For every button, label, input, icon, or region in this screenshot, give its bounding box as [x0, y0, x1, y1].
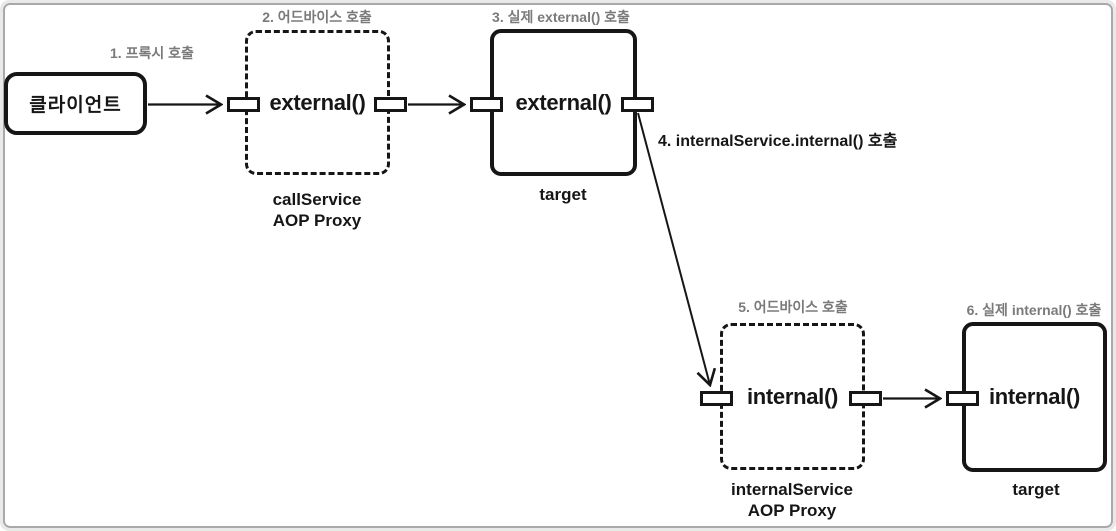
step-label-4: 4. internalService.internal() 호출 — [658, 133, 898, 150]
internal-service-proxy-box: internal() — [720, 323, 865, 470]
internal-service-proxy-out-port — [849, 391, 882, 406]
step-label-3: 3. 실제 external() 호출 — [492, 9, 630, 25]
step-label-6: 6. 실제 internal() 호출 — [966, 302, 1102, 318]
external-target-in-port — [470, 97, 503, 112]
internal-target-in-port — [946, 391, 979, 406]
internal-service-proxy-caption: internalService AOP Proxy — [731, 480, 853, 520]
step-label-2: 2. 어드바이스 호출 — [262, 9, 372, 25]
step-label-1: 1. 프록시 호출 — [110, 45, 194, 61]
client-label: 클라이언트 — [29, 95, 122, 116]
call-service-proxy-box: external() — [245, 30, 390, 175]
external-target-method: external() — [515, 89, 612, 115]
step-label-5: 5. 어드바이스 호출 — [738, 299, 848, 315]
call-service-proxy-out-port — [374, 97, 407, 112]
arrow-internal-service-call — [637, 112, 710, 385]
external-target-box: external() — [490, 29, 637, 176]
call-service-proxy-method: external() — [269, 89, 366, 115]
external-target-caption: target — [539, 185, 587, 204]
internal-service-proxy-method: internal() — [746, 383, 839, 409]
client-box: 클라이언트 — [4, 72, 147, 135]
call-service-proxy-in-port — [227, 97, 260, 112]
internal-target-box: internal() — [962, 322, 1107, 472]
internal-service-proxy-in-port — [700, 391, 733, 406]
call-service-proxy-caption: callService AOP Proxy — [272, 190, 362, 230]
external-target-out-port — [621, 97, 654, 112]
internal-target-method: internal() — [988, 384, 1081, 409]
internal-target-caption: target — [1012, 480, 1060, 499]
